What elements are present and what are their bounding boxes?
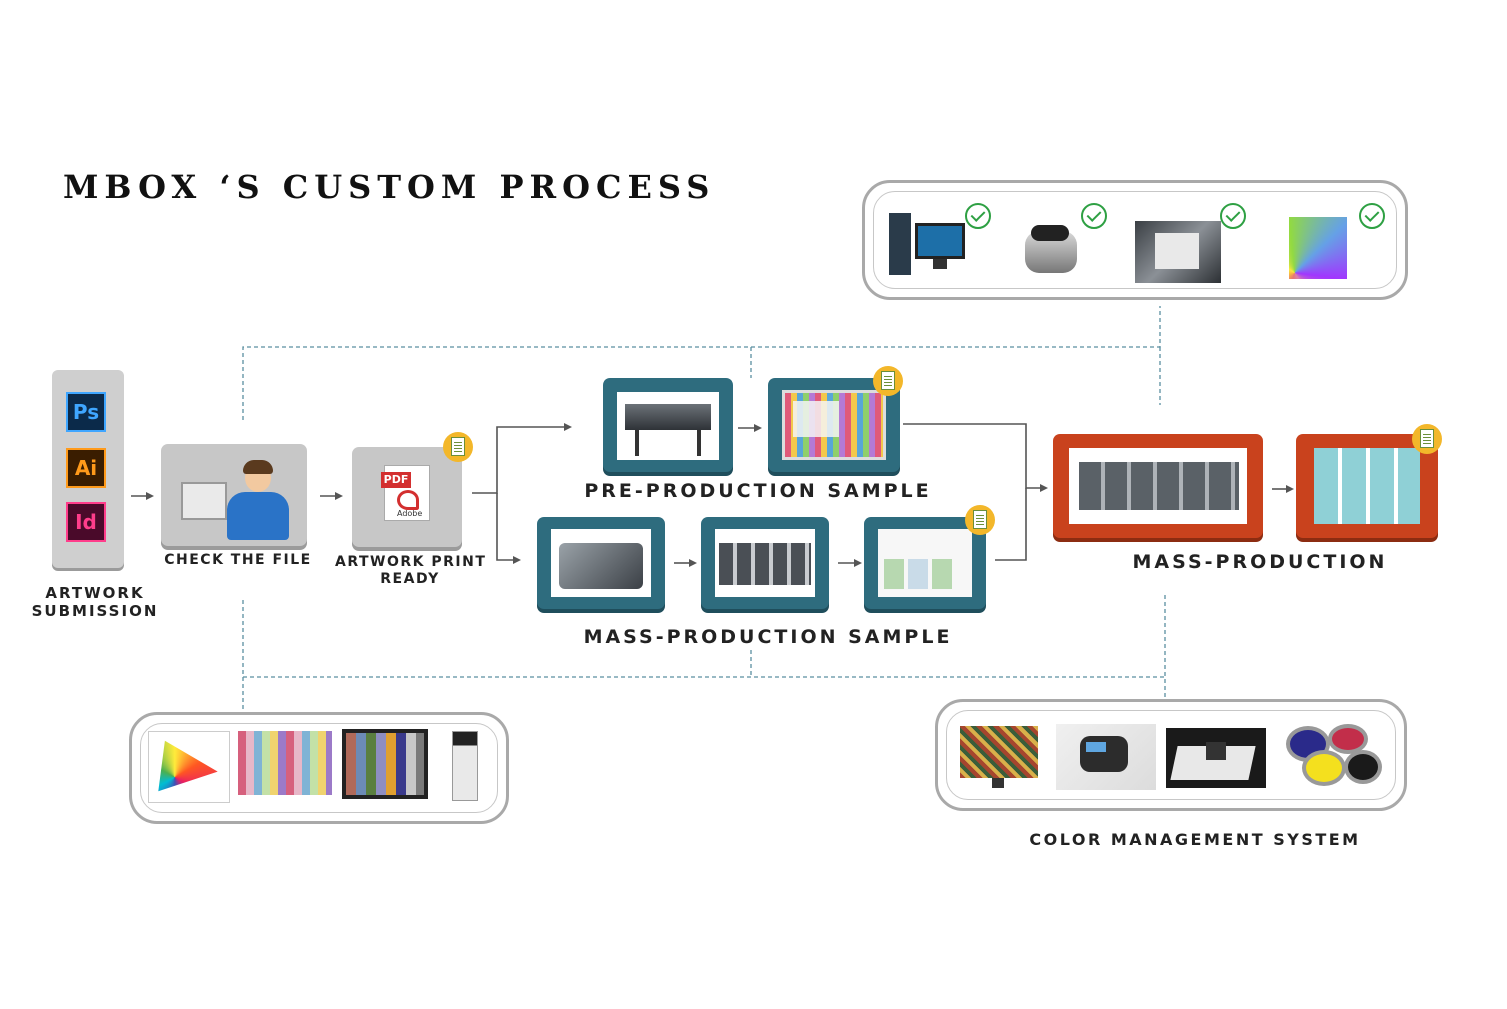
indesign-icon: Id — [66, 502, 106, 542]
print-ready-label: ARTWORK PRINT READY — [335, 554, 485, 588]
mass-production-sample-label: MASS-PRODUCTION SAMPLE — [583, 626, 953, 648]
approval-badge-icon — [873, 366, 903, 396]
color-management-label: COLOR MANAGEMENT SYSTEM — [1029, 830, 1361, 849]
finished-boxes-tile — [1296, 434, 1438, 538]
wide-format-printer-tile — [603, 378, 733, 472]
spectrophotometer-image — [1023, 223, 1081, 281]
equipment-panel — [862, 180, 1408, 300]
printed-sample-image — [878, 529, 972, 597]
wide-format-printer-image — [617, 392, 719, 460]
check-icon — [965, 203, 991, 229]
proof-sheet-tile — [768, 378, 900, 472]
proof-inspection-image — [1166, 728, 1266, 788]
artwork-submission-line1: ARTWORK — [45, 584, 145, 602]
color-charts-panel — [129, 712, 509, 824]
spectro-measurement-image — [1056, 724, 1156, 790]
printed-sample-tile — [864, 517, 986, 609]
computer-image — [889, 209, 967, 279]
color-checker-image — [342, 729, 428, 799]
mass-production-label: MASS-PRODUCTION — [1132, 551, 1388, 573]
check-file-label: CHECK THE FILE — [164, 552, 312, 568]
color-charts-panel-inner — [140, 723, 498, 813]
pdf-file-icon: PDF Adobe — [381, 465, 430, 521]
spectrometer-device-image — [452, 731, 478, 801]
check-icon — [1359, 203, 1385, 229]
pdf-label: PDF — [381, 472, 411, 488]
offset-press-image — [715, 529, 815, 597]
print-ready-line1: ARTWORK PRINT — [335, 554, 487, 570]
print-ready-line2: READY — [380, 571, 440, 587]
approval-badge-icon — [1412, 424, 1442, 454]
check-icon — [1081, 203, 1107, 229]
person-at-computer-image — [181, 460, 291, 542]
pre-production-label: PRE-PRODUCTION SAMPLE — [584, 480, 932, 502]
adobe-label: Adobe — [397, 509, 423, 518]
check-icon — [1220, 203, 1246, 229]
software-icons-panel: Ps Ai Id — [52, 370, 124, 568]
page-title: MBOX ‘S CUSTOM PROCESS — [63, 168, 716, 206]
artwork-submission-label: ARTWORK SUBMISSION — [30, 584, 160, 620]
color-swatch-chart-image — [238, 731, 332, 795]
equipment-panel-inner — [873, 191, 1397, 289]
artwork-submission-line2: SUBMISSION — [31, 602, 159, 620]
mass-press-image — [1069, 448, 1247, 524]
photoshop-icon: Ps — [66, 392, 106, 432]
gamut-chart-image — [148, 731, 230, 803]
check-file-tile — [161, 444, 307, 546]
color-management-panel — [935, 699, 1407, 811]
color-management-panel-inner — [946, 710, 1396, 800]
proof-sheet-image — [782, 390, 886, 460]
illustrator-icon: Ai — [66, 448, 106, 488]
digital-press-image — [551, 529, 651, 597]
press-machine-image — [1135, 221, 1221, 283]
approval-badge-icon — [443, 432, 473, 462]
ink-cans-image — [1282, 720, 1386, 790]
mass-press-tile — [1053, 434, 1263, 538]
offset-press-tile — [701, 517, 829, 609]
print-ready-tile: PDF Adobe — [352, 447, 462, 547]
approval-badge-icon — [965, 505, 995, 535]
calibrated-monitor-image — [958, 724, 1040, 790]
digital-press-tile — [537, 517, 665, 609]
color-fan-image — [1279, 213, 1355, 285]
finished-boxes-image — [1314, 448, 1420, 524]
